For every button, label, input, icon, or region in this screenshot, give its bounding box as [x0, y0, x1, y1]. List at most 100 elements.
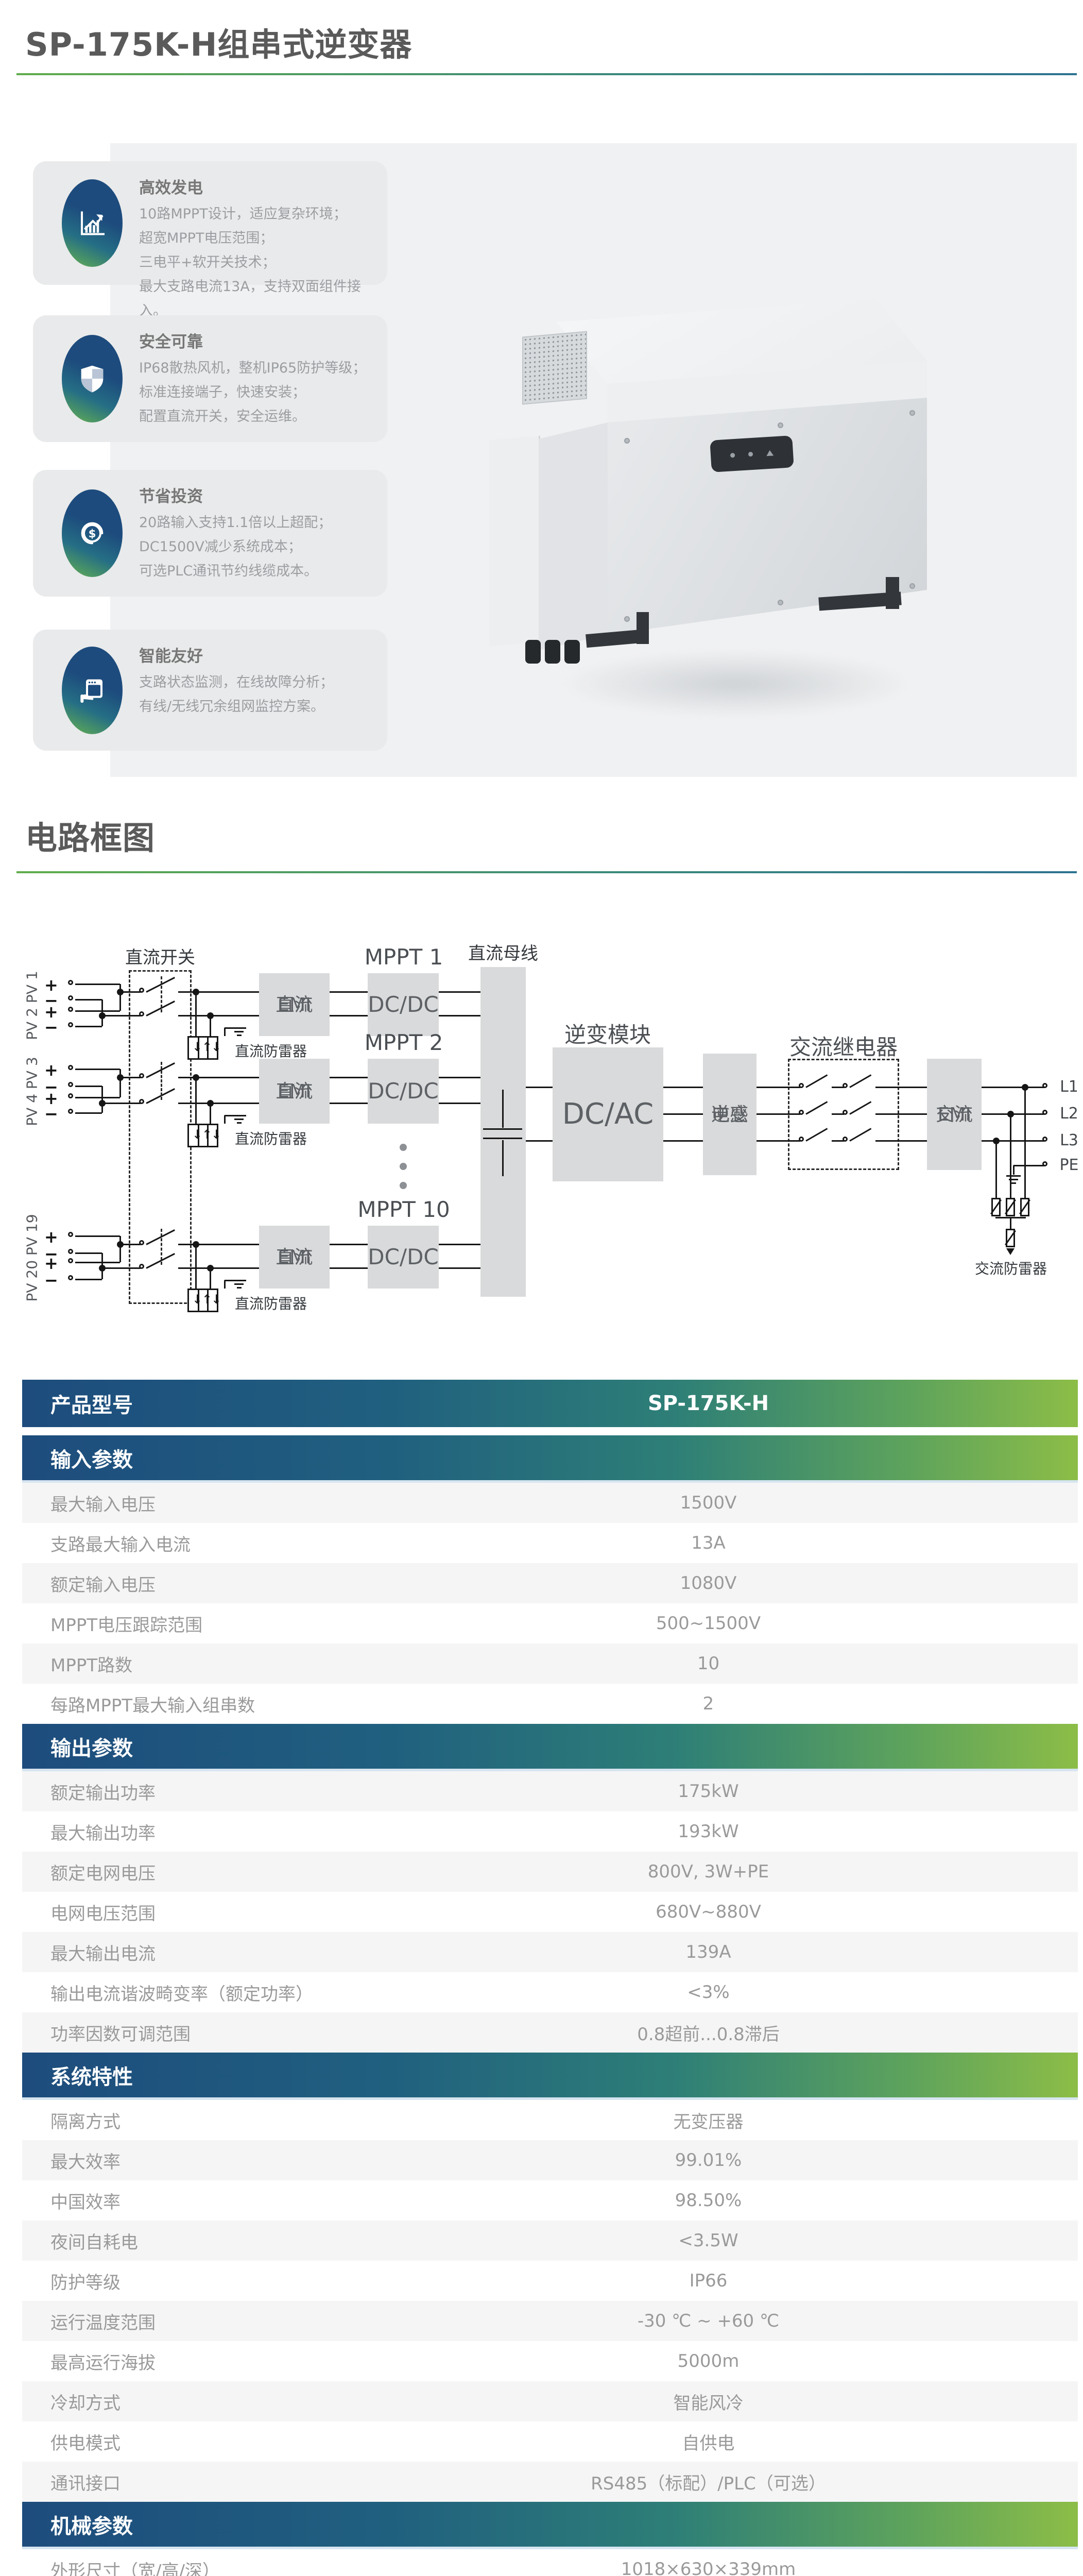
wire: ↓ — [211, 1040, 222, 1054]
terminal — [843, 1137, 848, 1142]
spec-value: RS485（标配）/PLC（可选） — [591, 2473, 826, 2494]
wire — [178, 991, 259, 993]
feature-line: 配置直流开关，安全运维。 — [139, 409, 306, 425]
spec-value: 680V~880V — [656, 1902, 761, 1922]
spec-row: 供电模式自供电 — [22, 2421, 1078, 2462]
dc-switch-box — [129, 970, 192, 1304]
wire — [236, 1034, 242, 1036]
wire — [101, 1253, 103, 1268]
spec-row: 冷却方式智能风冷 — [22, 2381, 1078, 2421]
wire — [207, 1124, 209, 1147]
wire — [102, 1014, 141, 1016]
spec-value: 139A — [685, 1942, 731, 1962]
wire — [483, 1128, 522, 1130]
wire — [224, 1280, 226, 1289]
terminal — [139, 988, 144, 993]
wire: ↓ — [192, 1292, 203, 1307]
terminal — [843, 1083, 848, 1088]
section-header-输出参数: 输出参数 — [22, 1724, 1078, 1771]
mount-bracket — [886, 577, 899, 609]
screw — [624, 438, 630, 444]
wire: ↓ — [211, 1292, 222, 1307]
wire — [330, 1102, 368, 1104]
screw — [778, 600, 783, 605]
terminal — [68, 1065, 73, 1070]
wire — [120, 991, 141, 993]
screw — [778, 422, 783, 428]
wire — [483, 1137, 522, 1139]
led-alarm-icon — [766, 449, 774, 456]
wire — [439, 1014, 480, 1016]
wire — [1013, 1164, 1044, 1166]
spec-value: <3.5W — [678, 2230, 738, 2251]
wire — [502, 1090, 504, 1128]
terminal — [139, 1240, 144, 1245]
wire — [178, 1267, 259, 1269]
wire — [120, 1243, 141, 1245]
wire — [209, 1103, 211, 1124]
section-header-label: 机械参数 — [50, 2514, 133, 2538]
spec-value: 99.01% — [675, 2150, 742, 2171]
feature-title: 安全可靠 — [139, 333, 203, 351]
output-label: L2 — [1060, 1105, 1078, 1123]
spec-value: 1500V — [680, 1493, 737, 1513]
feature-line: IP68散热风机，整机IP65防护等级； — [139, 360, 367, 376]
wire — [198, 1036, 199, 1060]
spec-row: 隔离方式无变压器 — [22, 2100, 1078, 2140]
model-label: 产品型号 — [50, 1394, 133, 1417]
pv-label: PV 20 PV 19 — [23, 1214, 41, 1302]
wire — [207, 1289, 209, 1312]
spec-row: 外形尺寸（宽/高/深）1018×630×339mm — [22, 2549, 1078, 2576]
junction-dot — [207, 1012, 214, 1019]
wire — [224, 1028, 226, 1036]
wire — [75, 998, 102, 1001]
spec-label: 最高运行海拔 — [50, 2352, 156, 2374]
section-header-机械参数: 机械参数 — [22, 2502, 1078, 2549]
wire — [439, 1243, 480, 1245]
spec-value: IP66 — [689, 2270, 728, 2291]
wire — [832, 1113, 844, 1115]
feature-line: 支路状态监测，在线故障分析； — [139, 674, 334, 690]
spec-label: 夜间自耗电 — [50, 2232, 138, 2253]
wire — [236, 1286, 242, 1289]
led-indicator-panel — [710, 435, 794, 472]
wire — [75, 1068, 120, 1070]
polarity-sign: + — [44, 1002, 58, 1022]
spec-row: 输出电流谐波畸变率（额定功率）<3% — [22, 1972, 1078, 2012]
wire — [224, 1115, 226, 1124]
wire — [526, 1140, 553, 1142]
polarity-sign: − — [44, 1270, 58, 1290]
terminal — [1042, 1110, 1047, 1115]
dcdc-box: DC/DC — [368, 1059, 439, 1124]
spec-value: 193kW — [678, 1821, 739, 1842]
feature-line: 可选PLC通讯节约线缆成本。 — [139, 563, 318, 579]
spec-value: 13A — [691, 1533, 726, 1553]
mppt-label: MPPT 2 — [364, 1030, 443, 1055]
wire — [75, 1235, 120, 1237]
terminal — [139, 1099, 144, 1104]
wire: ↑ — [202, 1127, 213, 1142]
wire — [232, 1279, 246, 1281]
arrow-down — [1006, 1248, 1015, 1255]
smart-icon — [62, 646, 123, 734]
spec-value: 5000m — [677, 2351, 740, 2371]
wire — [75, 1261, 120, 1263]
terminal — [799, 1137, 804, 1142]
spec-row: 运行温度范围-30 ℃ ~ +60 ℃ — [22, 2301, 1078, 2341]
